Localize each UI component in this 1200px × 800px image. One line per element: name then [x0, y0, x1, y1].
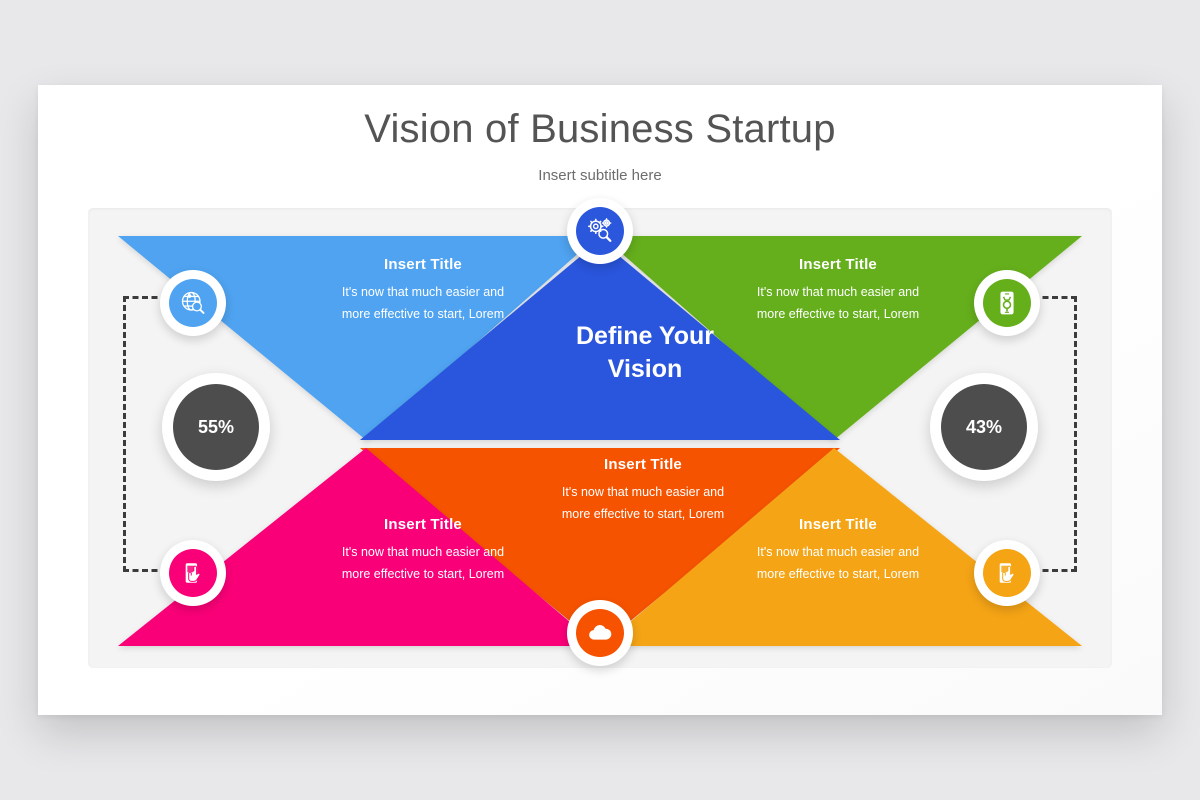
- triangle-diagram: [88, 208, 1112, 668]
- connector-bracket-right: [1014, 296, 1077, 572]
- gears-search-icon: [576, 207, 624, 255]
- slide-card: Vision of Business Startup Insert subtit…: [38, 85, 1162, 715]
- stat-value-right: 43%: [941, 384, 1027, 470]
- hand-touch-icon: [983, 549, 1031, 597]
- icon-badge-top-left[interactable]: [160, 270, 226, 336]
- stat-circle-left[interactable]: 55%: [162, 373, 270, 481]
- icon-badge-top-right[interactable]: [974, 270, 1040, 336]
- icon-badge-bottom-left[interactable]: [160, 540, 226, 606]
- icon-badge-bottom-right[interactable]: [974, 540, 1040, 606]
- quadrant-shape-bottom-right[interactable]: [602, 448, 1082, 646]
- hand-touch-icon: [169, 549, 217, 597]
- infographic-panel: Insert Title It's now that much easier a…: [88, 198, 1112, 668]
- center-shape[interactable]: [360, 240, 840, 440]
- quadrant-shape-bottom-center[interactable]: [360, 448, 840, 646]
- stat-circle-right[interactable]: 43%: [930, 373, 1038, 481]
- quadrant-shape-bottom-left[interactable]: [118, 448, 598, 646]
- page-subtitle: Insert subtitle here: [538, 167, 662, 184]
- page-title: Vision of Business Startup: [364, 107, 836, 151]
- quadrant-shape-top-left[interactable]: [118, 236, 598, 440]
- icon-badge-bottom-center[interactable]: [567, 600, 633, 666]
- globe-search-icon: [169, 279, 217, 327]
- cloud-icon: [576, 609, 624, 657]
- quadrant-shape-top-right[interactable]: [602, 236, 1082, 440]
- connector-bracket-left: [123, 296, 186, 572]
- stat-value-left: 55%: [173, 384, 259, 470]
- icon-badge-center-top[interactable]: [567, 198, 633, 264]
- mobile-search-icon: [983, 279, 1031, 327]
